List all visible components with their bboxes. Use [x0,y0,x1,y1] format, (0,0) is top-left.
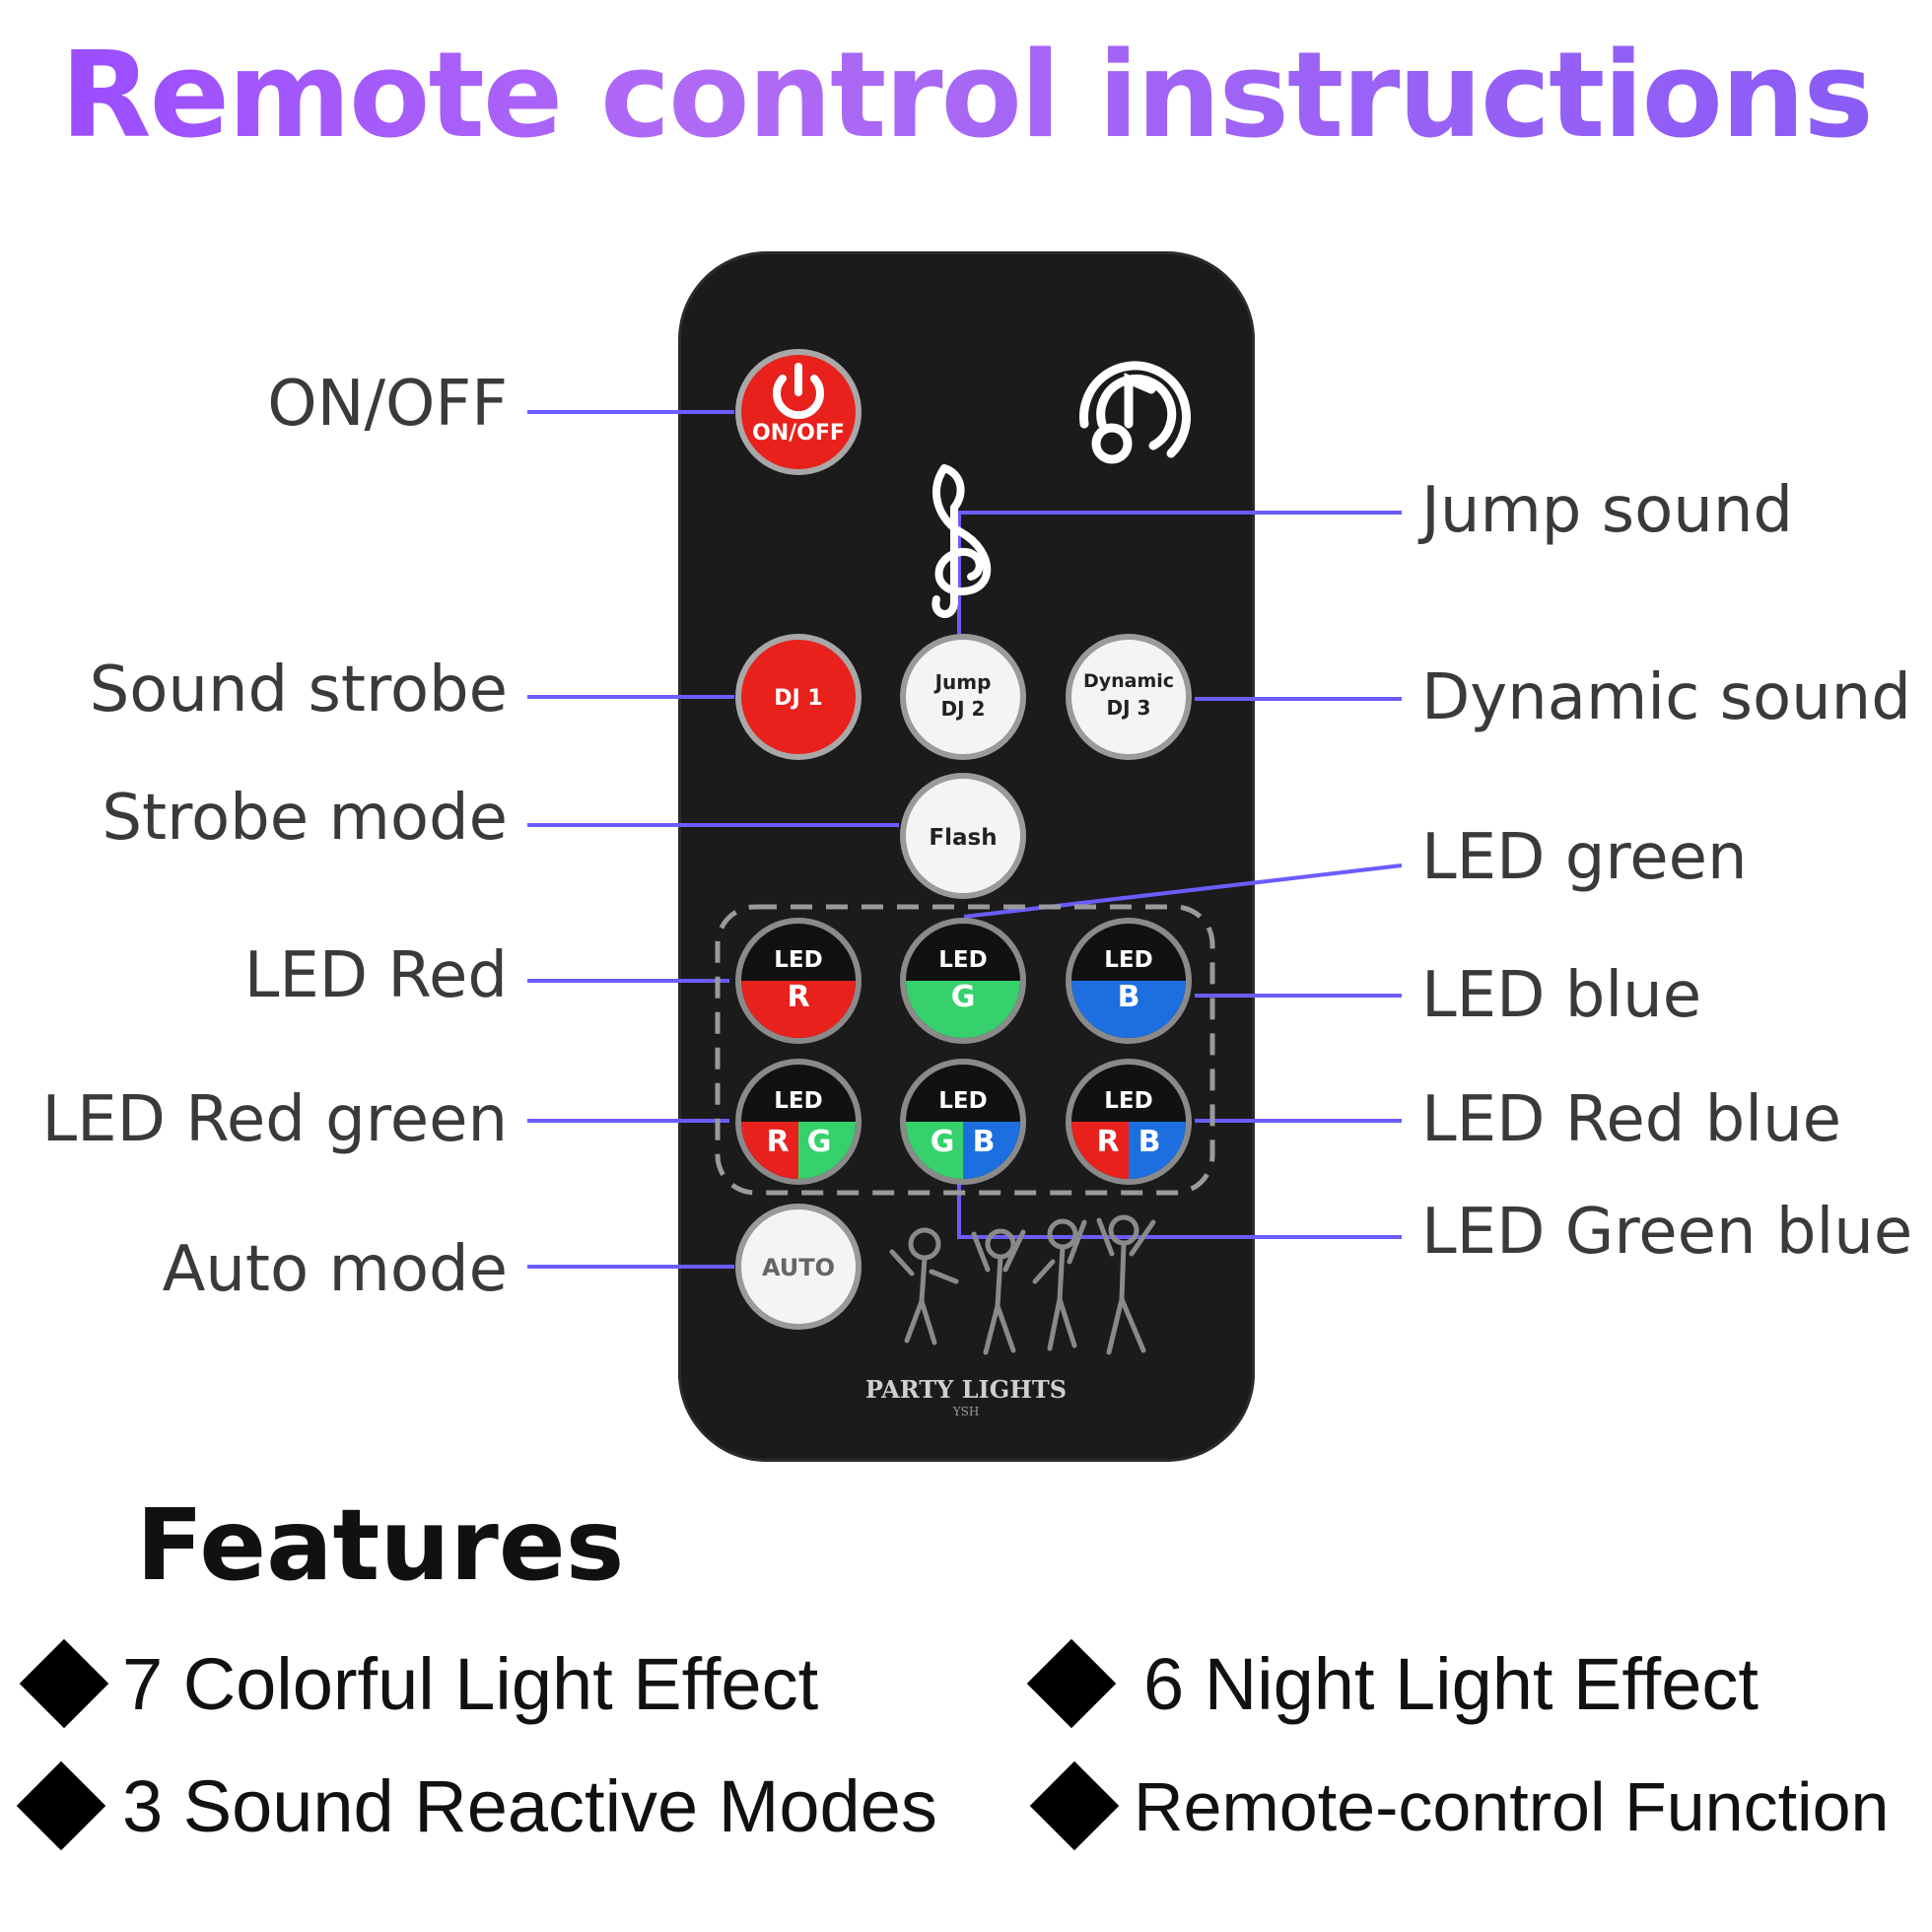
label-dynamic-sound: Dynamic sound [1421,661,1911,734]
flash-label: Flash [929,825,997,851]
led-label: LED [774,947,822,973]
led-letter: G [807,1125,832,1159]
features-heading: Features [136,1487,625,1603]
leader-lines [527,410,1403,1269]
led-color-segment [741,1122,798,1179]
dj3-button[interactable]: Dynamic DJ 3 [1066,634,1192,760]
led-color-segment [906,981,1020,1038]
dj2-button[interactable]: Jump DJ 2 [900,634,1026,760]
led-letter: B [1138,1125,1161,1159]
led-color-segment [1071,981,1186,1038]
led-color-segment [798,1122,856,1179]
dj2-label-line1: Jump [933,670,992,694]
led-green-button[interactable]: G LED [900,918,1026,1044]
dj3-label-line2: DJ 3 [1107,696,1151,720]
label-led-red-blue: LED Red blue [1421,1083,1841,1156]
leader-led-green [963,863,1403,919]
power-icon [773,363,824,420]
label-led-blue: LED blue [1421,959,1702,1032]
feature-item: 3 Sound Reactive Modes [122,1765,937,1847]
feature-item: 6 Night Light Effect [1143,1643,1759,1725]
led-letter: G [951,980,976,1014]
music-note-icon [1079,361,1192,464]
led-letter: G [931,1125,955,1159]
power-button[interactable]: ON/OFF [735,349,862,475]
dancing-people-icon [889,1214,1156,1355]
led-red-button[interactable]: R LED [735,918,862,1044]
feature-item: Remote-control Function [1134,1768,1890,1845]
label-sound-strobe: Sound strobe [89,654,508,726]
led-color-segment [1129,1122,1186,1179]
led-label: LED [1104,947,1152,973]
led-letter: R [766,1125,789,1159]
brand-label: PARTY LIGHTS [865,1375,1067,1404]
led-color-segment [963,1122,1020,1179]
leader-jump-sound [957,511,1402,634]
dj2-label-line2: DJ 2 [941,697,986,721]
led-color-segment [741,981,856,1038]
dj3-label-line1: Dynamic [1083,670,1174,692]
model-label: YSH [952,1405,980,1418]
treble-clef-icon [932,464,992,618]
led-letter: R [787,980,809,1014]
led-label: LED [938,1088,987,1114]
led-label: LED [938,947,987,973]
feature-item: 7 Colorful Light Effect [122,1643,819,1725]
label-jump-sound: Jump sound [1421,474,1793,547]
auto-button[interactable]: AUTO [735,1204,862,1330]
led-letter: R [1096,1125,1119,1159]
label-led-red: LED Red [243,939,508,1012]
led-label: LED [1104,1088,1152,1114]
label-led-green-blue: LED Green blue [1421,1196,1913,1269]
power-button-label: ON/OFF [752,421,845,446]
led-color-segment [906,1122,963,1179]
led-letter: B [973,1125,996,1159]
dj1-button[interactable]: DJ 1 [735,634,862,760]
led-letter: B [1118,980,1140,1014]
label-auto-mode: Auto mode [162,1233,508,1306]
flash-button[interactable]: Flash [900,773,1026,899]
label-led-green: LED green [1421,821,1748,894]
led-label: LED [774,1088,822,1114]
page-title: Remote control instructions [60,28,1874,165]
led-blue-button[interactable]: B LED [1066,918,1192,1044]
led-color-segment [1071,1122,1129,1179]
label-led-red-green: LED Red green [41,1083,509,1156]
led-button-group-outline [715,904,1215,1196]
leader-led-green-blue [957,1183,1402,1239]
label-strobe-mode: Strobe mode [102,782,508,855]
auto-label: AUTO [762,1254,835,1281]
label-on-off: ON/OFF [267,368,508,441]
dj1-label: DJ 1 [774,686,822,711]
